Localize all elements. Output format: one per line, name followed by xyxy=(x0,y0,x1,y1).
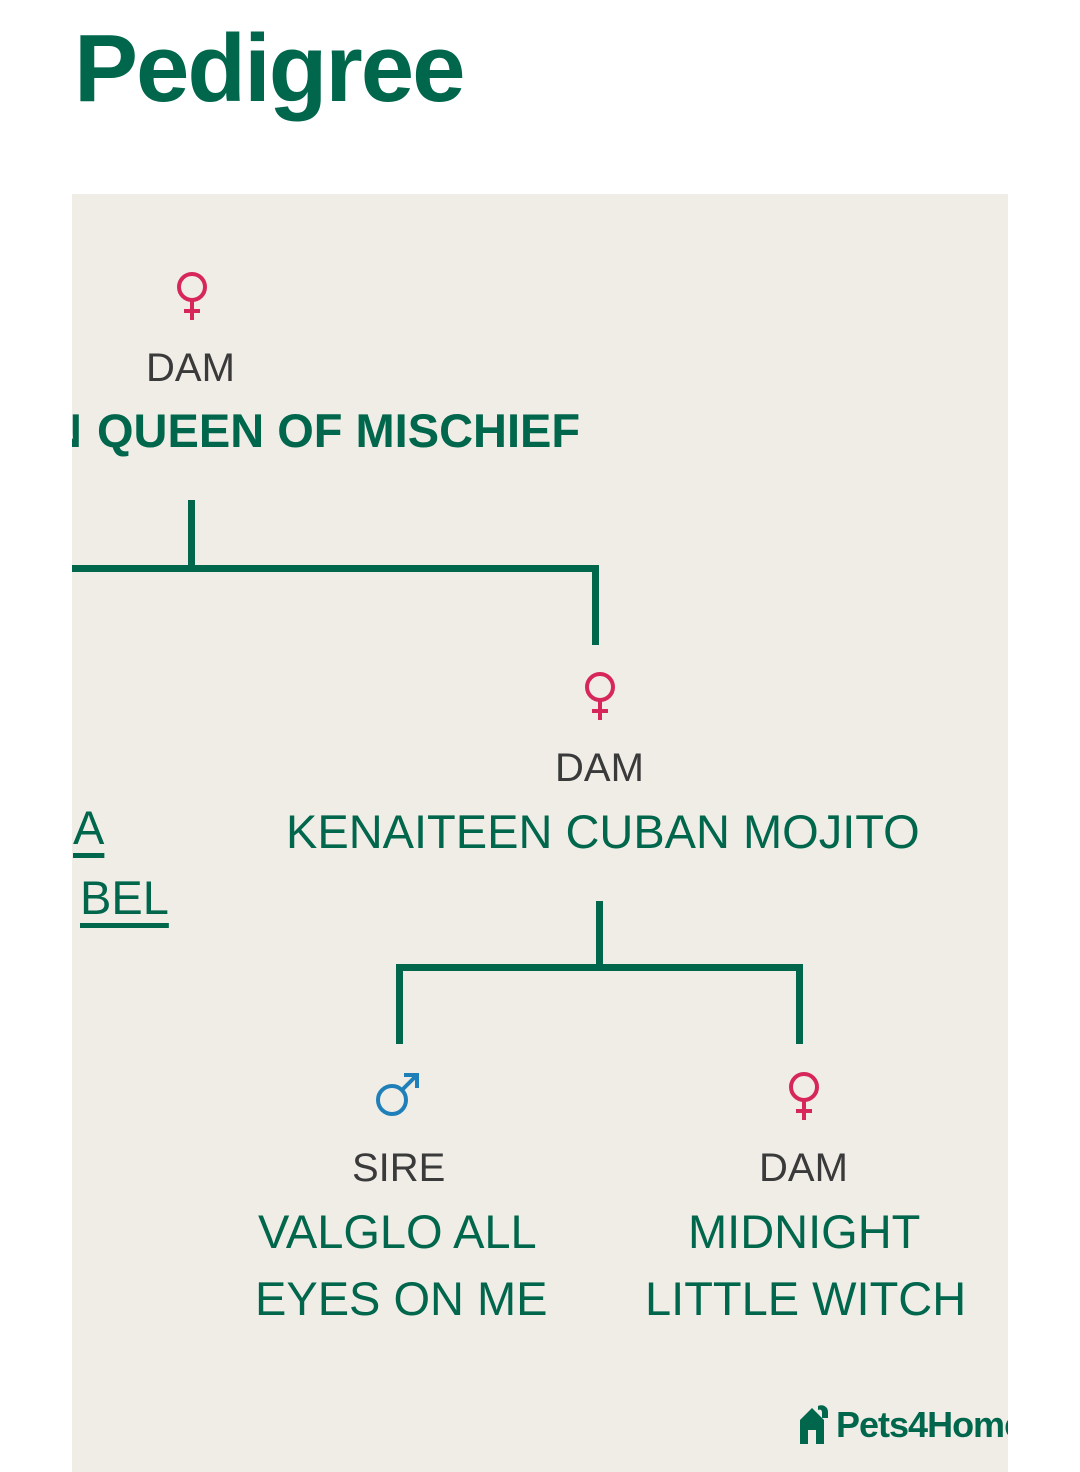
dam-child-name-line2[interactable]: LITTLE WITCH xyxy=(645,1272,967,1325)
sire-child-name-line1[interactable]: VALGLO ALL xyxy=(258,1205,537,1258)
dam-child-role-label: DAM xyxy=(759,1146,848,1190)
female-symbol-icon xyxy=(789,1072,819,1120)
root-name-link[interactable]: QUEEN OF MISCHIEF xyxy=(97,404,581,457)
tree-connector-dam-left-drop xyxy=(396,964,403,1044)
tree-connector-root-right-drop xyxy=(592,565,599,645)
brand-logo: Pets4Homes xyxy=(796,1396,1008,1452)
sire-child-name-line2[interactable]: EYES ON ME xyxy=(255,1272,548,1325)
brand-name: Pets4Homes xyxy=(836,1404,1008,1445)
page-title: Pedigree xyxy=(74,15,466,122)
left-sire-name-link-line1[interactable]: A xyxy=(73,801,105,854)
left-sire-name-link-line2[interactable]: BEL xyxy=(80,871,169,924)
root-name-prefix[interactable]: N xyxy=(72,397,82,465)
root-role-label: DAM xyxy=(146,346,235,390)
tree-connector-dam-horizontal xyxy=(396,964,803,971)
pets4homes-house-icon xyxy=(800,1405,828,1444)
dam-name-link[interactable]: KENAITEEN CUBAN MOJITO xyxy=(286,805,920,858)
tree-connector-dam-stem xyxy=(596,901,603,971)
pedigree-tree-panel: DAM N QUEEN OF MISCHIEF A BEL DAM KENAIT… xyxy=(72,194,1008,1472)
dam-role-label: DAM xyxy=(555,746,644,790)
female-symbol-icon xyxy=(177,272,207,320)
dam-child-name-line1[interactable]: MIDNIGHT xyxy=(688,1205,921,1258)
tree-connector-root-stem xyxy=(188,500,195,572)
sire-child-role-label: SIRE xyxy=(352,1146,446,1190)
female-symbol-icon xyxy=(585,672,615,720)
tree-connector-dam-right-drop xyxy=(796,964,803,1044)
tree-connector-root-horizontal xyxy=(72,565,599,572)
male-symbol-icon xyxy=(376,1073,419,1116)
